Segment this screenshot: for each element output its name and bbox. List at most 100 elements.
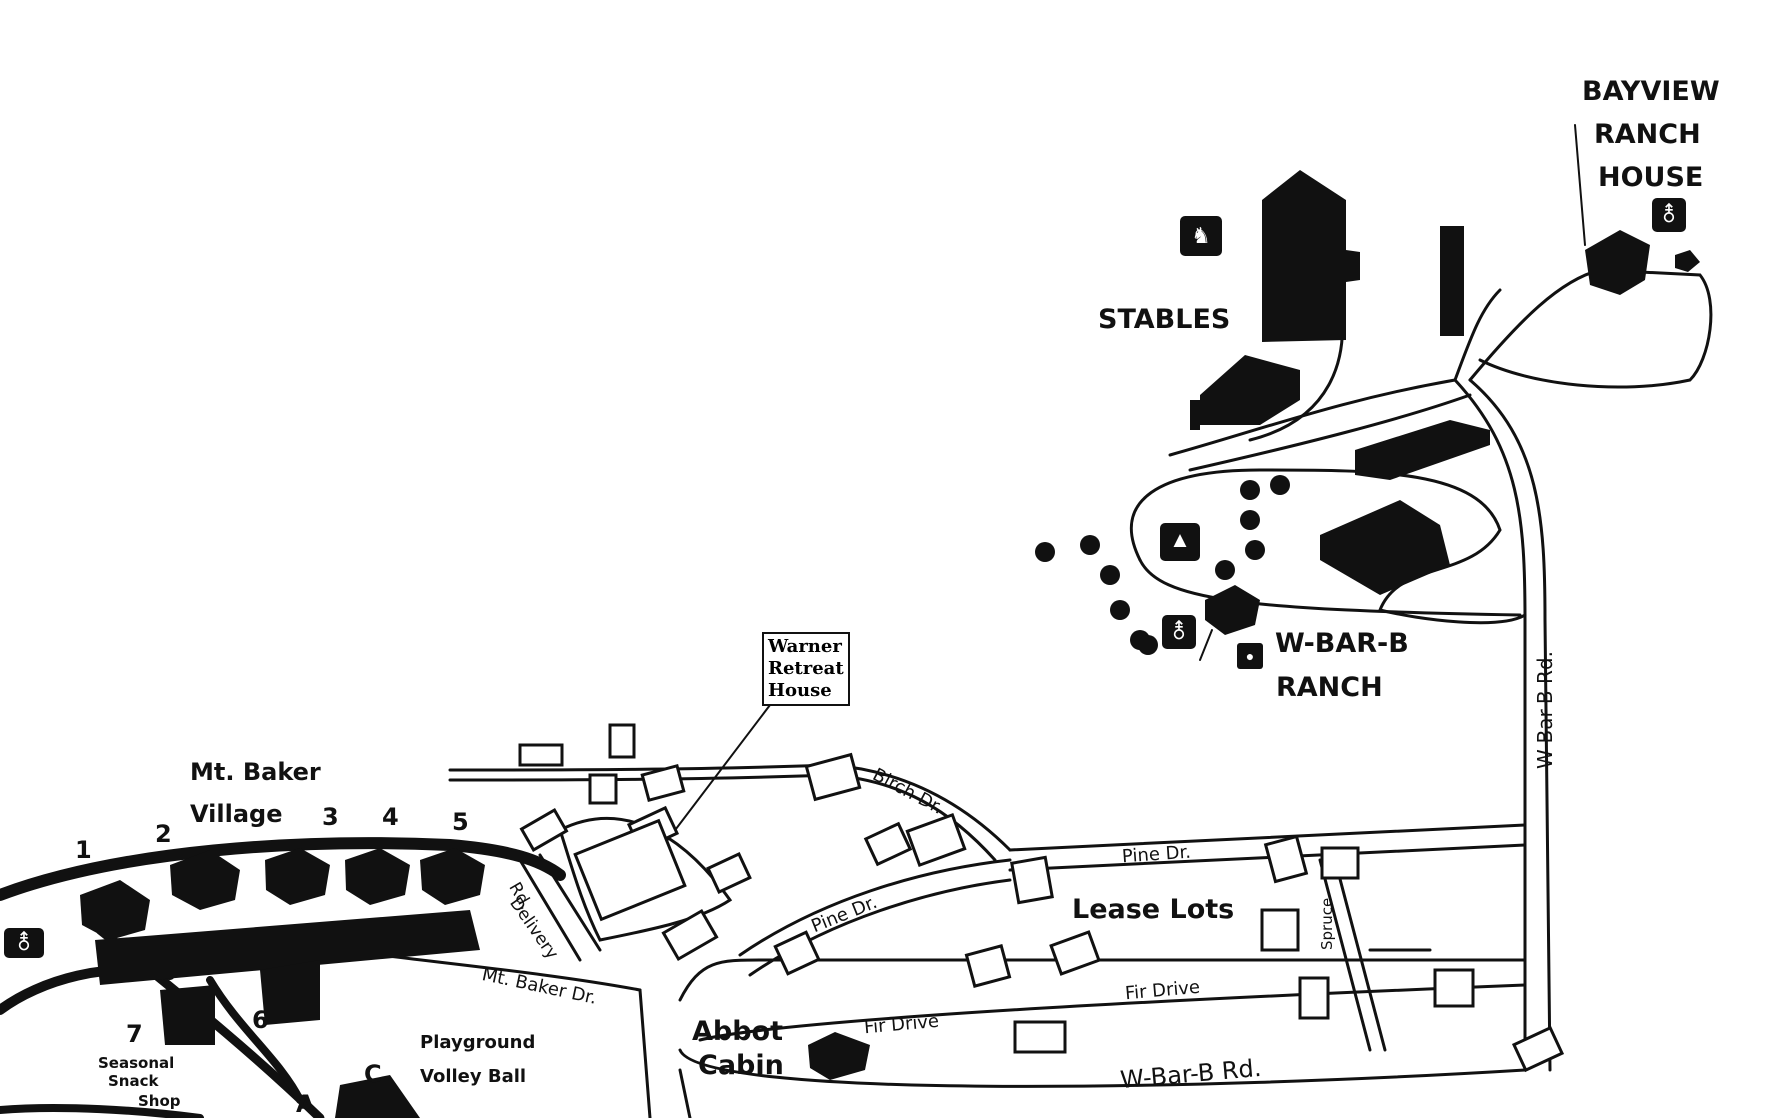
warner-label-2: Retreat	[768, 658, 844, 679]
mt-baker-village-label-1: Mt. Baker	[190, 758, 321, 786]
lease-house	[519, 808, 569, 852]
tree	[1100, 565, 1120, 585]
warner-leader	[659, 704, 771, 851]
road-w-bar-b-vertical-inner	[1453, 378, 1527, 1072]
bayview-label-3: HOUSE	[1598, 162, 1704, 193]
village-number-4: 4	[382, 803, 399, 831]
warner-retreat-house-label: Warner Retreat House	[762, 632, 850, 706]
marker-a: A	[296, 1090, 315, 1118]
village-building-c	[335, 1075, 420, 1118]
stables-building-3	[1190, 400, 1200, 430]
road-label-w-bar-b-rd-vertical: W-Bar-B Rd.	[1532, 651, 1557, 769]
abbot-cabin	[808, 1032, 870, 1080]
tree	[1245, 540, 1265, 560]
restroom-icon: ⚨	[4, 928, 44, 958]
stables-shed	[1440, 226, 1464, 336]
lease-house	[1013, 1020, 1067, 1054]
road-spruce-2	[1333, 858, 1387, 1052]
village-long-building	[95, 910, 480, 985]
road-birch-2	[448, 773, 997, 862]
ranch-lodge	[1320, 500, 1450, 595]
warner-house-pad	[573, 818, 687, 922]
road-spruce	[1318, 858, 1372, 1052]
lease-house	[1010, 855, 1054, 905]
road-ranch-loop	[1129, 468, 1527, 625]
abbot-cabin-label-2: Cabin	[698, 1050, 784, 1081]
tree	[1080, 535, 1100, 555]
tree	[1138, 635, 1158, 655]
tree	[1240, 480, 1260, 500]
road-w-bar-b-horizontal-2	[678, 1068, 692, 1118]
road-village-bottom	[0, 1104, 204, 1118]
w-bar-b-ranch-label-2: RANCH	[1276, 672, 1383, 703]
road-village	[0, 837, 566, 901]
horse-rider-icon: ♞	[1180, 216, 1222, 256]
road-label-spruce: Spruce	[1318, 897, 1336, 950]
mt-baker-village-label-2: Village	[190, 800, 283, 828]
lease-house	[804, 752, 862, 802]
tree	[1035, 542, 1055, 562]
road-village-path-2	[206, 976, 304, 1104]
lease-house	[1511, 1025, 1565, 1073]
lease-lots-label: Lease Lots	[1072, 894, 1235, 925]
w-bar-b-ranch-label-1: W-BAR-B	[1275, 628, 1409, 659]
warner-label-3: House	[768, 680, 832, 701]
village-lodge-4	[345, 848, 410, 905]
lease-house	[863, 821, 913, 867]
lease-house	[1298, 976, 1330, 1020]
tree	[1270, 475, 1290, 495]
road-pine-upper	[1008, 823, 1527, 852]
restroom-icon: ⚨	[1652, 198, 1686, 232]
stables-building-2	[1200, 355, 1300, 425]
bayview-ranch-house	[1585, 230, 1650, 295]
road-w-bar-b-vertical	[1468, 378, 1552, 1072]
abbot-cabin-label-1: Abbot	[692, 1016, 784, 1047]
village-number-3: 3	[322, 803, 339, 831]
village-building-6	[260, 960, 320, 1025]
road-fir	[678, 958, 1527, 1002]
stables-barn	[1262, 170, 1360, 342]
lease-house	[773, 930, 821, 976]
lease-house	[1260, 908, 1300, 952]
bayview-leader	[1574, 124, 1586, 246]
village-lodge-1	[80, 880, 150, 940]
lease-house	[608, 723, 636, 759]
lease-house	[1263, 834, 1309, 884]
road-mt-baker-2	[638, 988, 652, 1118]
road-pine-lower	[738, 858, 1012, 957]
stables-label: STABLES	[1098, 304, 1231, 335]
road-w-bar-b-horizontal	[678, 1048, 1527, 1088]
restroom-icon: ⚨	[1162, 615, 1196, 649]
road-birch	[448, 763, 1012, 852]
snack-shop-label-1: Seasonal	[98, 1054, 175, 1072]
village-number-1: 1	[75, 836, 92, 864]
village-lodge-2	[170, 850, 240, 910]
playground-label-1: Playground	[420, 1032, 536, 1053]
road-fir-2	[698, 983, 1527, 1042]
road-bayview-spur	[1453, 288, 1502, 382]
bayview-label-1: BAYVIEW	[1582, 76, 1720, 107]
road-ranch-lower	[1138, 558, 1522, 617]
snack-shop-label-3: Shop	[138, 1092, 181, 1110]
lease-house	[964, 944, 1012, 988]
village-number-7: 7	[126, 1020, 143, 1048]
warner-label-1: Warner	[768, 636, 842, 657]
lease-house	[706, 852, 752, 894]
tree	[1110, 600, 1130, 620]
ranch-long-building	[1355, 420, 1490, 480]
road-stables-2	[1188, 393, 1472, 472]
campfire-icon: ▲	[1160, 523, 1200, 561]
village-lodge-5	[420, 848, 485, 905]
village-number-2: 2	[155, 820, 172, 848]
village-number-6: 6	[252, 1006, 269, 1034]
playground-label-2: Volley Ball	[420, 1066, 527, 1087]
village-lodge-3	[265, 848, 330, 905]
lease-house	[1433, 968, 1475, 1008]
lease-house	[905, 812, 967, 868]
lease-house	[518, 743, 564, 767]
road-bayview-loop	[1468, 268, 1713, 389]
village-number-5: 5	[452, 808, 469, 836]
lease-house	[1049, 930, 1101, 976]
snack-shop-label-2: Snack	[108, 1072, 159, 1090]
